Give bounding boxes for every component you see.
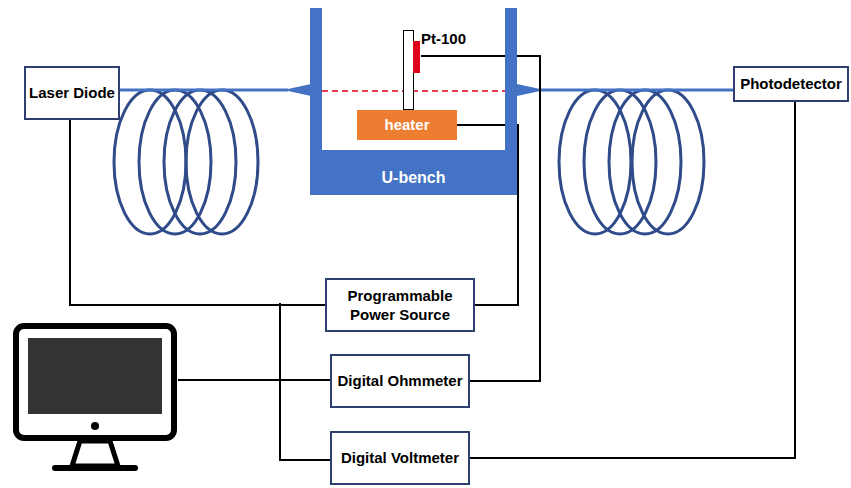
coil-loop [186, 90, 258, 234]
photodetector-box: Photodetector [733, 66, 849, 102]
optical-fiber [539, 89, 733, 92]
u-bench: U-bench Pt-100 heater [310, 8, 517, 195]
voltmeter-box: Digital Voltmeter [330, 431, 470, 485]
power-source-box: Programmable Power Source [325, 278, 475, 332]
node-label: heater [384, 115, 429, 135]
optical-fiber [120, 89, 288, 92]
signal-wire [421, 56, 540, 381]
node-label: Laser Diode [29, 83, 115, 103]
coil-loop [632, 90, 704, 234]
node-label: Digital Ohmmeter [337, 371, 462, 391]
node-label: Digital Voltmeter [341, 448, 459, 468]
node-label: Programmable Power Source [327, 286, 473, 325]
signal-wire [70, 120, 325, 305]
node-label: U-bench [310, 168, 517, 189]
fiber-taper [288, 84, 311, 96]
heater-block: heater [357, 110, 457, 140]
computer-icon [16, 326, 174, 468]
coil-loop [164, 90, 236, 234]
data-bus-wire [178, 303, 330, 460]
node-label: Photodetector [740, 74, 842, 94]
pt100-probe: Pt-100 [403, 30, 414, 110]
ohmmeter-box: Digital Ohmmeter [330, 354, 470, 408]
laser-diode-box: Laser Diode [24, 66, 120, 120]
signal-wire [470, 102, 795, 458]
node-label: Pt-100 [421, 29, 466, 49]
coil-loop [609, 90, 681, 234]
fiber-taper [517, 84, 540, 96]
sensor-element [413, 41, 420, 73]
